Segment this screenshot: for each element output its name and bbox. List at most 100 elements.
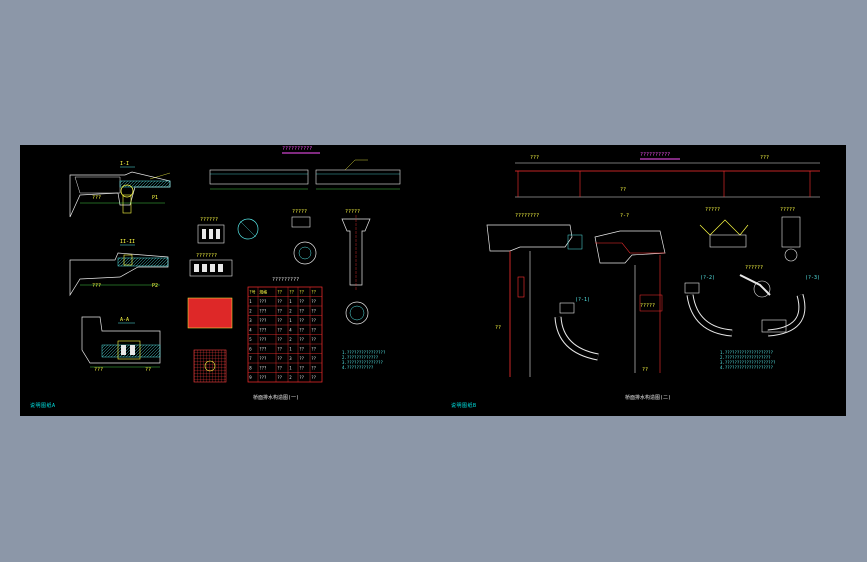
dim-4: P2	[152, 283, 159, 289]
detail-drains	[189, 215, 371, 325]
table-cell: 1	[289, 299, 292, 304]
dim-5: ???	[94, 367, 104, 373]
right-pipe-elevation	[594, 230, 666, 373]
table-cell: ???	[259, 318, 267, 323]
table-cell: 4	[249, 328, 252, 333]
table-cell: ??	[277, 318, 282, 323]
table-cell: ???	[259, 356, 267, 361]
table-cell: 8	[249, 366, 252, 371]
right-dim-4: ??	[620, 187, 627, 193]
left-corner-stamp: 说明图纸A	[30, 403, 56, 409]
table-cell: ???	[259, 299, 267, 304]
table-cell: 3	[289, 356, 292, 361]
table-cell: 3	[249, 318, 252, 323]
bend-label-1: (?-1)	[575, 297, 591, 303]
right-section-label-3: ?????	[705, 207, 721, 213]
right-dim-5: ?????	[640, 303, 656, 309]
table-cell: 2	[249, 309, 252, 314]
table-cell: 6	[249, 347, 252, 352]
long-section	[209, 152, 401, 190]
section-I-label: I-I	[120, 161, 130, 167]
table-cell: ???	[259, 347, 267, 352]
table-cell: ??	[299, 337, 304, 342]
table-cell: ??	[311, 356, 316, 361]
right-dim-6: ??	[642, 367, 649, 373]
table-cell: ??	[277, 366, 282, 371]
table-cell: ??	[311, 309, 316, 314]
table-cell: ??	[311, 337, 316, 342]
drawing-sheet: ?号规格???????? 1????? 1???? 2????? 2???? 3?????…	[20, 145, 846, 416]
table-cell: ???	[259, 328, 267, 333]
table-cell: 1	[249, 299, 252, 304]
right-sheet-title: 桥面排水构造图(二)	[625, 395, 672, 401]
table-cell: ??	[299, 309, 304, 314]
table-cell: ??	[299, 318, 304, 323]
table-header-cell: 规格	[259, 289, 267, 295]
table-cell: ??	[277, 328, 282, 333]
right-dim-1: ???	[530, 155, 540, 161]
table-cell: 7	[249, 356, 252, 361]
table-cell: 1	[289, 347, 292, 352]
detail-label-1: ??????	[200, 217, 219, 223]
table-cell: ??	[299, 356, 304, 361]
table-title: ?????????	[272, 277, 300, 283]
table-cell: ??	[299, 299, 304, 304]
table-header-cell: ??	[299, 290, 304, 295]
dim-2: P1	[152, 195, 159, 201]
table-cell: ???	[259, 375, 267, 380]
table-cell: ???	[259, 366, 267, 371]
table-cell: 2	[289, 375, 292, 380]
table-cell: ??	[299, 347, 304, 352]
table-cell: ??	[311, 375, 316, 380]
section-II	[69, 244, 169, 297]
table-cell: 2	[289, 337, 292, 342]
right-dim-2: ???	[760, 155, 770, 161]
left-notes: 1.???????????????? 2.????????????? 3.???…	[342, 350, 386, 370]
table-cell: 9	[249, 375, 252, 380]
right-pier-section	[486, 224, 583, 377]
table-cell: ???	[259, 337, 267, 342]
table-header-cell: ??	[311, 290, 316, 295]
left-sheet-title: 桥面排水构造图(一)	[253, 395, 300, 401]
table-cell: ??	[311, 299, 316, 304]
right-long-elevation	[515, 158, 820, 198]
table-cell: ??	[277, 375, 282, 380]
table-cell: ??	[311, 328, 316, 333]
table-header-cell: ??	[289, 290, 294, 295]
section-A-label: A-A	[120, 317, 130, 323]
table-header-cell: ?号	[249, 289, 255, 295]
left-title-top: ??????????	[282, 146, 313, 152]
table-cell: ??	[299, 328, 304, 333]
dim-1: ???	[92, 195, 102, 201]
table-cell: ??	[311, 366, 316, 371]
right-title-top: ??????????	[640, 152, 671, 158]
table-cell: ??	[277, 337, 282, 342]
table-cell: 4	[289, 328, 292, 333]
right-section-label-1: ????????	[515, 213, 540, 219]
bend-label-3: (?-3)	[805, 275, 821, 281]
section-A	[81, 316, 161, 368]
right-section-label-2: ?-?	[620, 213, 630, 219]
table-cell: 1	[289, 318, 292, 323]
right-notes: 1.???????????????????? 2.???????????????…	[720, 350, 776, 370]
cad-drawing: ?号规格???????? 1????? 1???? 2????? 2???? 3?????…	[69, 152, 820, 383]
detail-label-4: ?????	[345, 209, 361, 215]
table-cell: 2	[289, 309, 292, 314]
right-section-label-5: ??????	[745, 265, 764, 271]
table-cell: 5	[249, 337, 252, 342]
detail-label-3: ???????	[196, 253, 218, 259]
table-cell: ??	[277, 309, 282, 314]
bend-label-2: (?-2)	[700, 275, 716, 281]
detail-label-2: ?????	[292, 209, 308, 215]
table-cell: ??	[299, 366, 304, 371]
table-cell: ??	[277, 347, 282, 352]
table-cell: ??	[311, 318, 316, 323]
dim-3: ???	[92, 283, 102, 289]
table-cell: ??	[299, 375, 304, 380]
table-cell: ??	[277, 299, 282, 304]
table-header-cell: ??	[277, 290, 282, 295]
section-II-label: II-II	[120, 239, 136, 245]
table-cell: 1	[289, 366, 292, 371]
right-corner-stamp: 说明图纸B	[451, 403, 477, 409]
dim-6: ??	[145, 367, 152, 373]
